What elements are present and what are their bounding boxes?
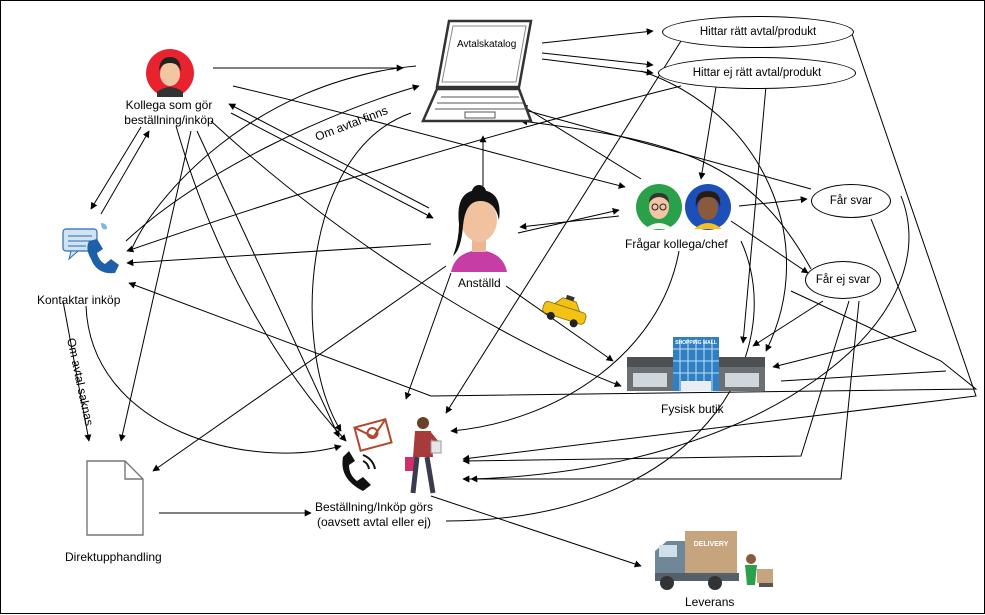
colleague-label: Kollega som gör beställning/inköp <box>109 98 229 128</box>
mall-sign-text: SHOPPING MALL <box>675 340 717 346</box>
notfound-ellipse: Hittar ej rätt avtal/produkt <box>658 57 856 89</box>
colleague-avatar-icon <box>145 48 195 98</box>
edge-colleague-employee <box>230 112 434 219</box>
edge-catalog-direct-curve <box>130 65 417 252</box>
edge-order-delivery <box>430 495 642 568</box>
phone-icon <box>337 449 381 495</box>
edge-order-catalog-curve <box>445 240 755 522</box>
delivery-label: Leverans <box>685 595 735 609</box>
taxi-icon <box>537 293 593 329</box>
edge-notfound-shop <box>740 85 767 344</box>
edge-ask-employee <box>519 215 620 230</box>
edge-ask-order <box>450 250 680 434</box>
edge-noanswer-order-2 <box>462 300 860 483</box>
edge-contact-catalog <box>125 84 420 242</box>
edge-contact-colleague <box>100 130 150 215</box>
edge-noanswer-contact <box>128 281 978 397</box>
truck-text: DELIVERY <box>693 541 729 548</box>
catalog-screen-text: Avtalskatalog <box>457 39 517 50</box>
found-ellipse: Hittar rätt avtal/produkt <box>662 16 854 48</box>
edge-found-order-2 <box>462 30 977 462</box>
edge-colleague-order-arc <box>175 125 347 442</box>
shopping-mall-icon: SHOPPING MALL <box>625 335 767 395</box>
edge-contact-order <box>85 305 342 454</box>
manager-blue-avatar-icon <box>684 183 732 231</box>
edge-employee-colleague <box>228 103 430 209</box>
order-label-line2: (oavsett avtal eller ej) <box>316 515 432 529</box>
noanswer-ellipse: Får ej svar <box>805 261 881 299</box>
edge-noanswer-catalog <box>520 118 812 270</box>
contact-label: Kontaktar inköp <box>37 293 121 307</box>
edge-ask-answer <box>738 196 808 207</box>
ask-label: Frågar kollega/chef <box>625 237 728 251</box>
edge-colleague-order <box>196 130 340 438</box>
colleague-green-avatar-icon <box>635 183 683 231</box>
edge-answer-order <box>470 195 910 483</box>
shop-label: Fysisk butik <box>661 402 724 416</box>
edge-catalog-notfound-2 <box>541 52 654 68</box>
noanswer-label: Får ej svar <box>815 274 871 286</box>
email-icon <box>353 417 393 453</box>
edge-notfound-contact <box>126 85 682 253</box>
edge-label-if-missing: Om avtal saknas <box>64 337 96 427</box>
direct-label: Direktupphandling <box>65 550 162 564</box>
edge-employee-direct <box>152 265 447 472</box>
laptop-icon: Avtalskatalog <box>419 17 544 127</box>
edge-notfound-ask <box>698 86 717 180</box>
edge-shop-order <box>780 370 947 382</box>
edge-employee-contact <box>126 243 432 267</box>
colleague-label-line2: beställning/inköp <box>124 113 214 127</box>
edge-noanswer-order <box>462 300 850 465</box>
answer-ellipse: Får svar <box>811 184 891 218</box>
notfound-label: Hittar ej rätt avtal/produkt <box>692 67 822 79</box>
order-label: Beställning/Inköp görs (oavsett avtal el… <box>299 500 449 530</box>
edge-answer-shop <box>772 218 917 369</box>
delivery-truck-icon: DELIVERY <box>651 529 783 595</box>
answer-label: Får svar <box>829 195 873 207</box>
document-icon <box>85 459 145 537</box>
employee-label: Anställd <box>458 276 501 290</box>
edge-ask-catalog <box>520 104 642 180</box>
edge-answer-catalog <box>520 107 812 190</box>
edge-employee-shop <box>505 285 614 362</box>
found-label: Hittar rätt avtal/produkt <box>699 26 817 38</box>
colleague-label-line1: Kollega som gör <box>125 98 213 112</box>
phone-chat-icon <box>61 219 123 279</box>
edge-colleague-direct <box>118 130 192 442</box>
edge-notfound-shop-2 <box>640 70 788 352</box>
edge-catalog-notfound <box>541 58 654 76</box>
employee-icon <box>441 184 517 274</box>
edge-ask-noanswer <box>730 220 809 274</box>
edge-catalog-order-curve <box>311 112 412 432</box>
edge-contact-direct <box>62 300 92 442</box>
edge-found-order <box>445 40 682 414</box>
edge-noanswer-shop <box>752 300 824 347</box>
edge-employee-order <box>404 272 452 400</box>
edge-catalog-found <box>541 28 654 44</box>
order-label-line1: Beställning/Inköp görs <box>314 500 434 514</box>
shopper-icon <box>399 415 445 499</box>
edge-colleague-shop <box>210 120 622 388</box>
edge-colleague-ask <box>232 85 626 189</box>
edge-colleague-contact <box>90 126 142 210</box>
